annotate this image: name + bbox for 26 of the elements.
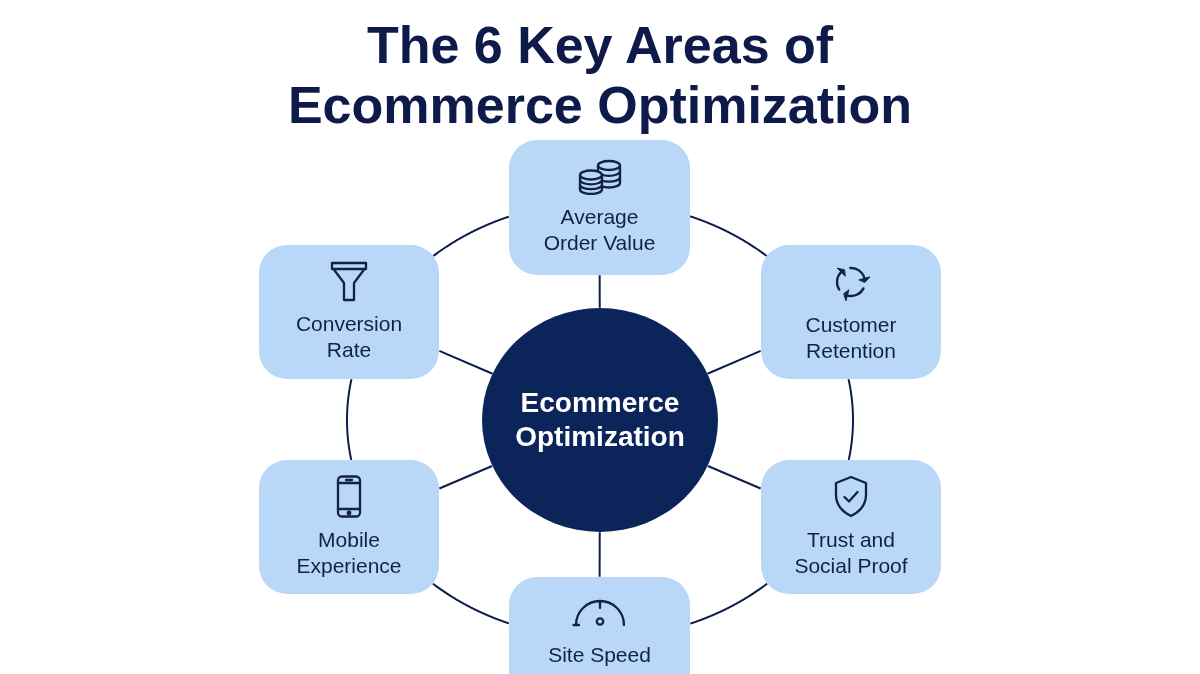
ring-arc bbox=[346, 378, 353, 461]
topic-card bbox=[509, 577, 690, 674]
title: The 6 Key Areas of Ecommerce Optimization bbox=[286, 15, 914, 135]
card-label: Trust and Social Proof bbox=[793, 527, 909, 579]
card-label: Conversion Rate bbox=[294, 311, 404, 363]
topic-card bbox=[259, 460, 439, 594]
topic-card bbox=[259, 245, 439, 379]
card-label: Site Speed bbox=[548, 642, 651, 668]
topic-card bbox=[761, 460, 941, 594]
connector-line bbox=[706, 349, 762, 375]
card-label: Average Order Value bbox=[542, 204, 657, 256]
ring-arc bbox=[431, 582, 510, 625]
topic-card bbox=[761, 245, 941, 379]
ring-arc bbox=[847, 378, 854, 461]
ring-arc bbox=[689, 215, 768, 257]
connector-line bbox=[598, 274, 601, 309]
ring-arc bbox=[689, 582, 769, 625]
card-label: Customer Retention bbox=[804, 311, 898, 364]
connector-line bbox=[706, 465, 762, 490]
center-label: Ecommerce Optimization bbox=[514, 386, 686, 454]
topic-card bbox=[509, 140, 690, 275]
card-label: Mobile Experience bbox=[295, 527, 403, 579]
ring-arc bbox=[432, 215, 510, 257]
connector-line bbox=[598, 531, 601, 578]
connector-line bbox=[438, 465, 494, 490]
connector-line bbox=[438, 349, 494, 375]
